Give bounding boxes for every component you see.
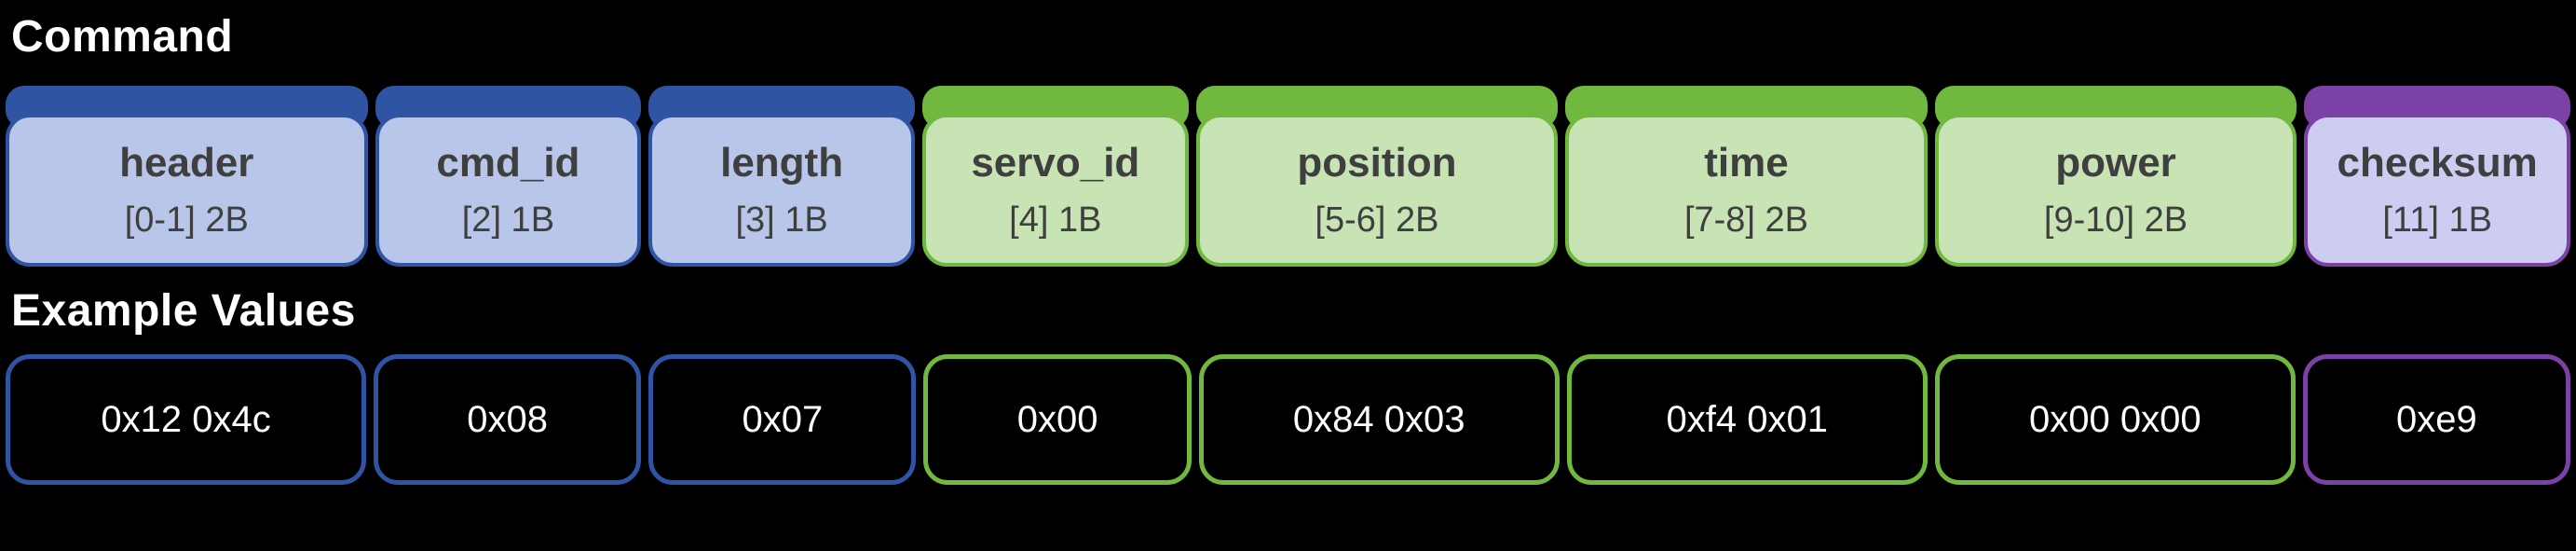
example-values-row: 0x12 0x4c 0x08 0x07 0x00 0x84 0x03 0xf4 … (6, 354, 2570, 485)
command-fields-row: header [0-1] 2B cmd_id [2] 1B length [3]… (6, 86, 2570, 267)
field-label: servo_id (971, 140, 1140, 186)
value-text: 0x84 0x03 (1292, 399, 1465, 440)
field-byte-range: [3] 1B (735, 200, 828, 240)
field-box-servo_id: servo_id [4] 1B (921, 86, 1189, 267)
value-box-checksum: 0xe9 (2302, 354, 2570, 485)
value-text: 0xe9 (2396, 399, 2477, 440)
field-label: length (720, 140, 844, 186)
value-text: 0x12 0x4c (101, 399, 271, 440)
field-label: position (1297, 140, 1457, 186)
field-body: power [9-10] 2B (1934, 114, 2297, 267)
field-byte-range: [5-6] 2B (1315, 200, 1439, 240)
field-body: cmd_id [2] 1B (375, 114, 642, 267)
value-text: 0x07 (742, 399, 824, 440)
field-box-time: time [7-8] 2B (1565, 86, 1928, 267)
value-box-length: 0x07 (648, 354, 917, 485)
field-label: time (1704, 140, 1789, 186)
field-body: position [5-6] 2B (1195, 114, 1559, 267)
value-box-servo_id: 0x00 (923, 354, 1192, 485)
field-label: power (2055, 140, 2176, 186)
field-byte-range: [4] 1B (1009, 200, 1102, 240)
value-text: 0xf4 0x01 (1666, 399, 1828, 440)
value-box-time: 0xf4 0x01 (1566, 354, 1928, 485)
field-byte-range: [9-10] 2B (2043, 200, 2188, 240)
field-byte-range: [11] 1B (2382, 200, 2492, 240)
field-byte-range: [2] 1B (461, 200, 555, 240)
field-body: servo_id [4] 1B (921, 114, 1189, 267)
value-box-power: 0x00 0x00 (1934, 354, 2296, 485)
field-label: checksum (2337, 140, 2538, 186)
field-label: header (119, 140, 254, 186)
value-text: 0x08 (467, 399, 549, 440)
value-box-position: 0x84 0x03 (1198, 354, 1560, 485)
field-box-position: position [5-6] 2B (1195, 86, 1559, 267)
field-box-header: header [0-1] 2B (6, 86, 368, 267)
value-text: 0x00 0x00 (2028, 399, 2201, 440)
field-byte-range: [0-1] 2B (124, 200, 249, 240)
field-box-cmd_id: cmd_id [2] 1B (375, 86, 642, 267)
field-body: length [3] 1B (648, 114, 915, 267)
field-body: header [0-1] 2B (6, 114, 368, 267)
value-box-cmd_id: 0x08 (374, 354, 642, 485)
value-box-header: 0x12 0x4c (6, 354, 367, 485)
example-values-title: Example Values (11, 286, 356, 336)
field-body: checksum [11] 1B (2304, 114, 2570, 267)
command-title: Command (11, 12, 234, 62)
value-text: 0x00 (1016, 399, 1098, 440)
field-box-checksum: checksum [11] 1B (2304, 86, 2570, 267)
field-label: cmd_id (436, 140, 580, 186)
field-body: time [7-8] 2B (1565, 114, 1928, 267)
field-box-length: length [3] 1B (648, 86, 915, 267)
field-box-power: power [9-10] 2B (1934, 86, 2297, 267)
field-byte-range: [7-8] 2B (1683, 200, 1809, 240)
